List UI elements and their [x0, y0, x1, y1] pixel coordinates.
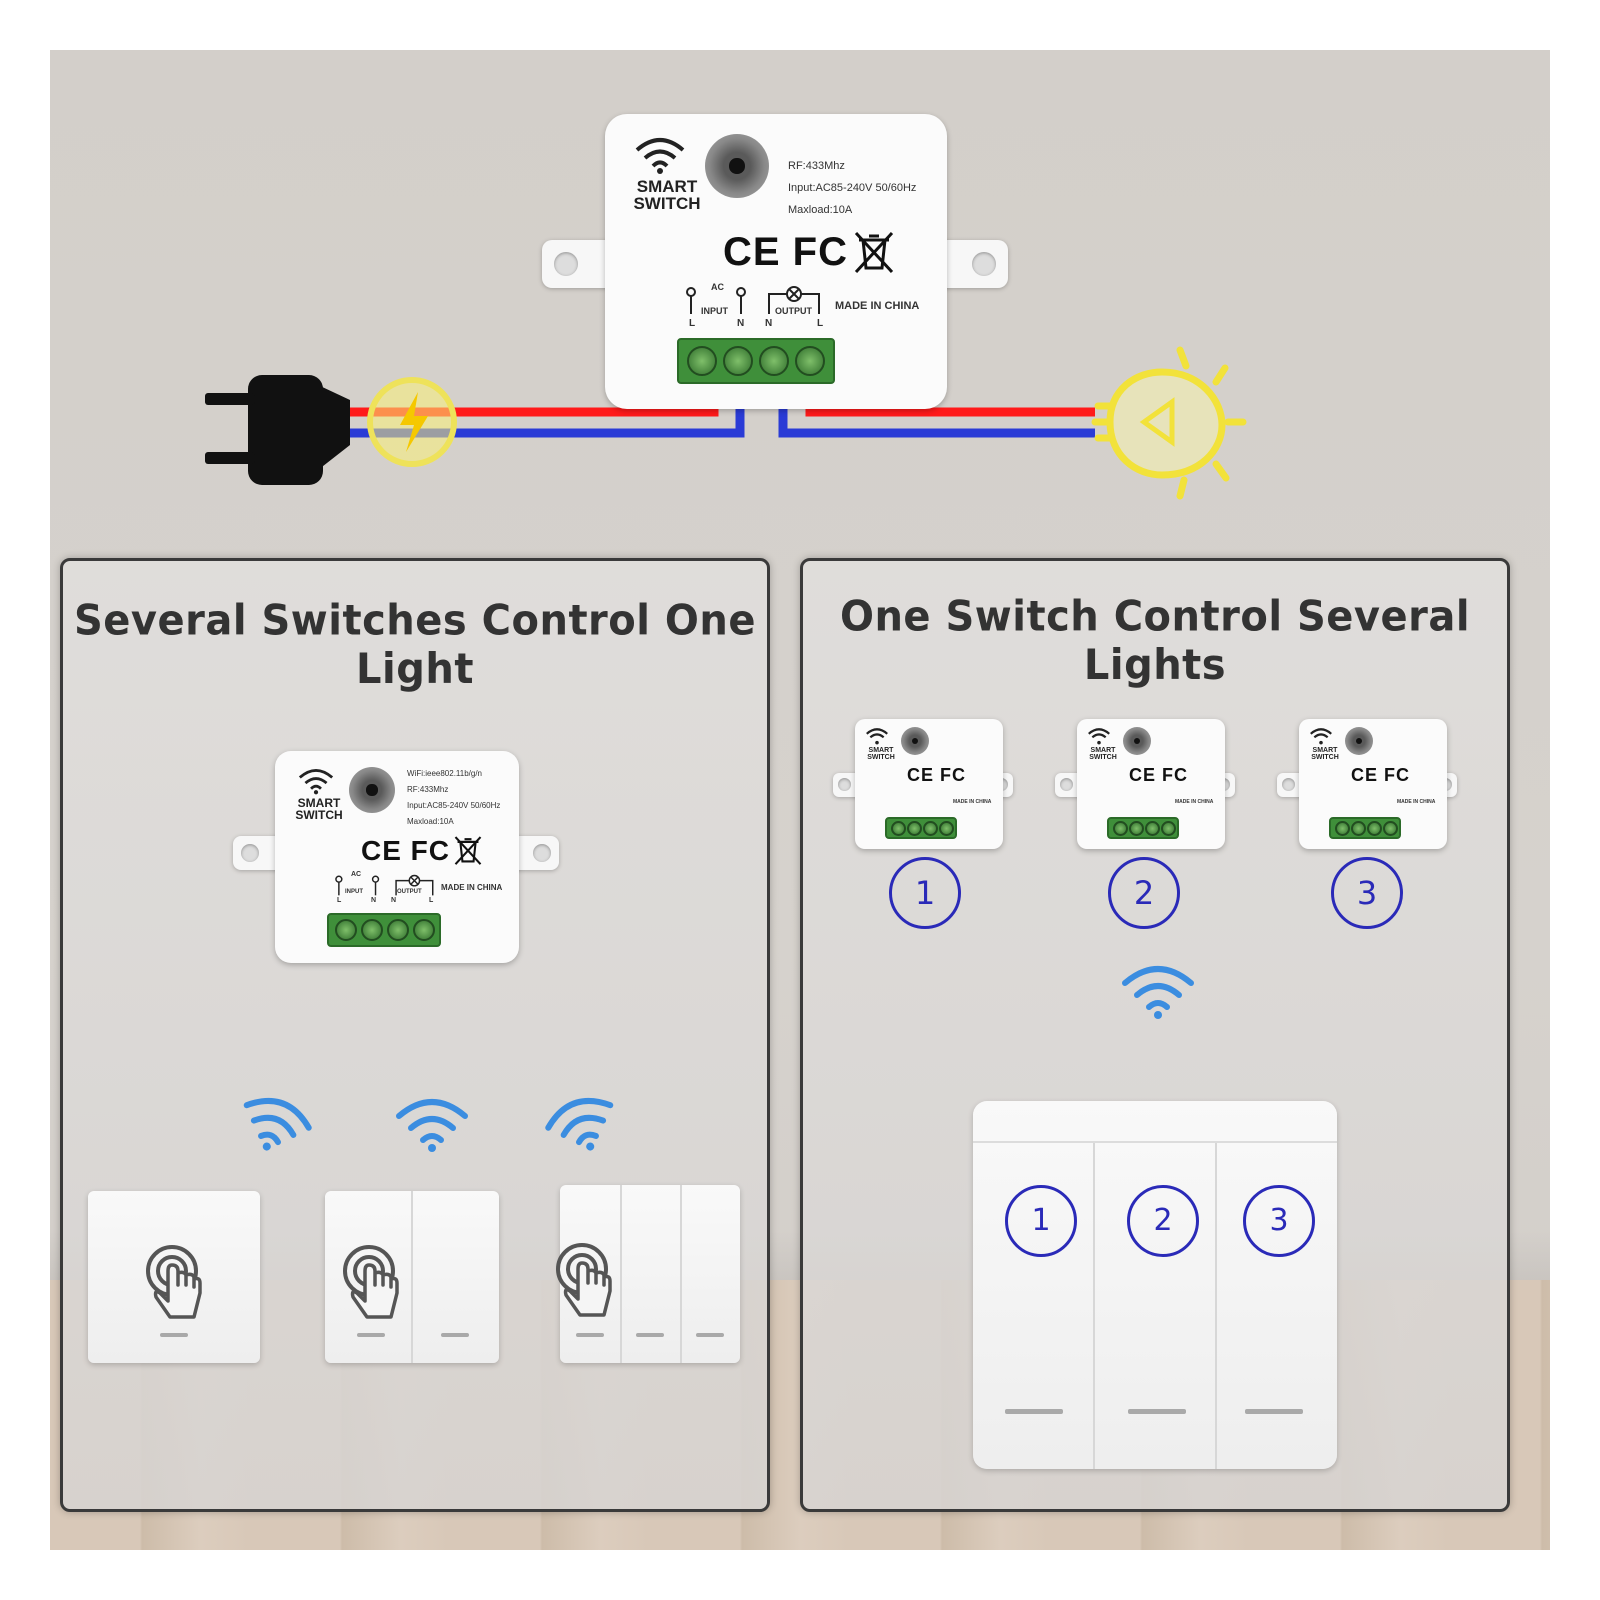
led-indicator [636, 1333, 664, 1337]
mini-brand-line-1: SMART [1312, 747, 1338, 754]
left-certification-marks: CE FC [361, 835, 450, 866]
left-label-output-l: L [429, 897, 434, 904]
label-input: INPUT [701, 306, 728, 316]
mini-brand-line-1: SMART [868, 747, 894, 754]
left-made-in-label: MADE IN CHINA [441, 883, 503, 892]
label-ac: AC [711, 282, 724, 292]
left-pairing-button [349, 767, 395, 813]
led-indicator [576, 1333, 604, 1337]
spec-input: Input:AC85-240V 50/60Hz [788, 182, 917, 194]
recycle-bin-crossed-icon [454, 836, 482, 865]
wall-switch-2-gang [325, 1191, 499, 1363]
left-terminal-block [327, 913, 441, 947]
left-smart-switch-module: SMART SWITCH WiFi:ieee802.11b/g/n RF:433… [275, 751, 519, 963]
wifi-icon [1088, 728, 1110, 745]
led-indicator [1245, 1409, 1303, 1414]
wifi-icon [298, 769, 334, 795]
mini-brand-line-1: SMART [1090, 747, 1116, 754]
wifi-icon [866, 728, 888, 745]
switch-button-number-2: 2 [1127, 1185, 1199, 1257]
touch-hand-icon [146, 1245, 202, 1319]
left-brand-line-1: SMART [297, 796, 341, 810]
left-brand-line-2: SWITCH [295, 808, 343, 822]
left-spec-maxload: Maxload:10A [407, 817, 454, 826]
right-panel-title: One Switch Control Several Lights [839, 592, 1471, 690]
touch-hand-icon [556, 1243, 612, 1317]
plug-icon [205, 375, 350, 485]
mini-made-in-label: MADE IN CHINA [953, 799, 992, 805]
led-indicator [1128, 1409, 1186, 1414]
wall-switch-3-gang [556, 1185, 740, 1363]
left-label-input: INPUT [345, 889, 363, 895]
mini-brand-line-2: SWITCH [1089, 754, 1117, 761]
pairing-button [705, 134, 769, 198]
light-bulb-icon [1091, 346, 1247, 500]
scene: SMART SWITCH RF:433Mhz Input:AC85-240V 5… [50, 50, 1550, 1550]
led-indicator [441, 1333, 469, 1337]
left-panel: Several Switches Control One Light SMART… [60, 558, 770, 1512]
wall-switch-3-gang-numbered: 1 2 3 [973, 1101, 1337, 1469]
module-number-1: 1 [889, 857, 961, 929]
left-label-input-n: N [371, 897, 377, 904]
wifi-icon [1310, 728, 1332, 745]
wiring-diagram [205, 346, 1247, 500]
brand-line-2: SWITCH [633, 194, 701, 213]
label-output: OUTPUT [775, 306, 812, 316]
led-indicator [696, 1333, 724, 1337]
terminal-diagram [686, 286, 820, 314]
wifi-icon [243, 1098, 312, 1151]
spec-rf: RF:433Mhz [788, 160, 845, 172]
left-spec-rf: RF:433Mhz [407, 785, 449, 794]
led-indicator [1005, 1409, 1063, 1414]
wall-switch-1-gang [88, 1191, 260, 1363]
left-label-output: OUTPUT [397, 889, 422, 895]
recycle-bin-crossed-icon [854, 231, 894, 274]
left-brand-label: SMART SWITCH [289, 797, 349, 821]
switch-button-number-3: 3 [1243, 1185, 1315, 1257]
led-indicator [160, 1333, 188, 1337]
wifi-icon [1122, 966, 1194, 1019]
module-number-2: 2 [1108, 857, 1180, 929]
mini-brand-line-2: SWITCH [867, 754, 895, 761]
wifi-icon [396, 1099, 468, 1152]
certification-marks: CE FC [723, 230, 848, 274]
brand-label: SMART SWITCH [627, 178, 707, 212]
left-spec-wifi: WiFi:ieee802.11b/g/n [407, 769, 483, 778]
left-label-input-l: L [337, 897, 342, 904]
module-number-3: 3 [1331, 857, 1403, 929]
mini-certification-marks: CE FC [1129, 765, 1188, 785]
made-in-label: MADE IN CHINA [835, 300, 920, 312]
lightning-icon [367, 377, 457, 467]
wifi-icon [545, 1098, 614, 1151]
left-panel-title: Several Switches Control One Light [73, 596, 757, 694]
main-smart-switch-module: SMART SWITCH RF:433Mhz Input:AC85-240V 5… [605, 114, 947, 409]
mini-brand-line-2: SWITCH [1311, 754, 1339, 761]
label-output-n: N [765, 318, 773, 329]
spec-maxload: Maxload:10A [788, 204, 853, 216]
mini-certification-marks: CE FC [907, 765, 966, 785]
left-label-ac: AC [351, 871, 362, 878]
switch-button-number-1: 1 [1005, 1185, 1077, 1257]
label-input-l: L [689, 318, 696, 329]
wifi-icon [635, 138, 685, 174]
mini-made-in-label: MADE IN CHINA [1397, 799, 1436, 805]
mini-certification-marks: CE FC [1351, 765, 1410, 785]
mini-made-in-label: MADE IN CHINA [1175, 799, 1214, 805]
label-output-l: L [817, 318, 824, 329]
left-terminal-diagram [335, 874, 434, 896]
led-indicator [357, 1333, 385, 1337]
label-input-n: N [737, 318, 745, 329]
brand-line-1: SMART [636, 177, 698, 196]
left-spec-input: Input:AC85-240V 50/60Hz [407, 801, 501, 810]
terminal-block [677, 338, 835, 384]
left-module-ear-left [233, 836, 283, 870]
touch-hand-icon [343, 1245, 399, 1319]
left-label-output-n: N [391, 897, 397, 904]
